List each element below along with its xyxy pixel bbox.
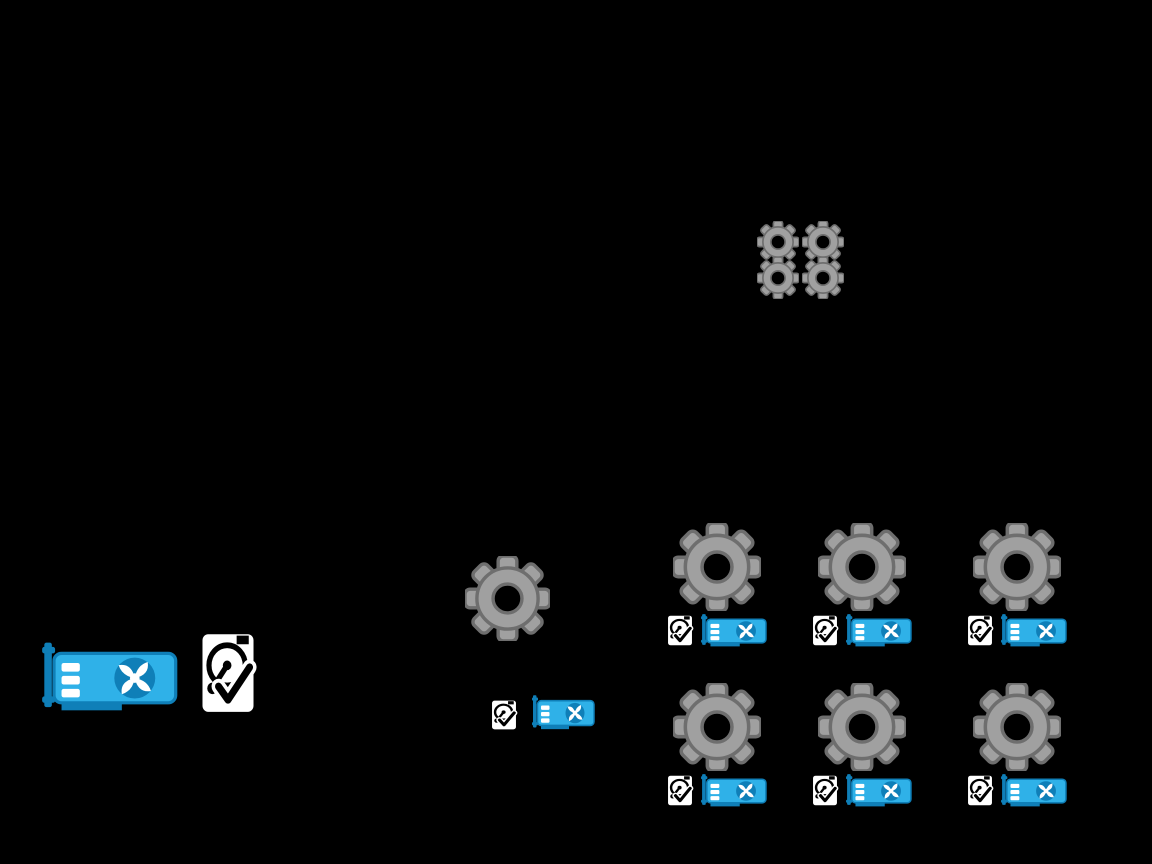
gpu-icon (1000, 770, 1068, 811)
disk-icon (810, 613, 840, 648)
gpu-icon (845, 770, 913, 811)
disk-icon (665, 613, 695, 648)
disk-icon (489, 698, 519, 732)
gear-icon (818, 523, 906, 611)
gpu-icon (700, 610, 768, 651)
disk-icon (965, 773, 995, 808)
gear-icon (973, 683, 1061, 771)
gpu-icon (1000, 610, 1068, 651)
disk-icon (810, 773, 840, 808)
disk-icon (196, 627, 260, 719)
gear-icon (673, 683, 761, 771)
gpu-icon (40, 634, 180, 720)
gear-icon (973, 523, 1061, 611)
gear-icon (818, 683, 906, 771)
gear-icon (757, 257, 799, 299)
gear-icon (465, 556, 550, 641)
disk-icon (965, 613, 995, 648)
gpu-icon (531, 691, 596, 734)
gpu-icon (700, 770, 768, 811)
gpu-icon (845, 610, 913, 651)
gear-icon (802, 221, 844, 263)
gear-icon (673, 523, 761, 611)
gear-icon (802, 257, 844, 299)
disk-icon (665, 773, 695, 808)
